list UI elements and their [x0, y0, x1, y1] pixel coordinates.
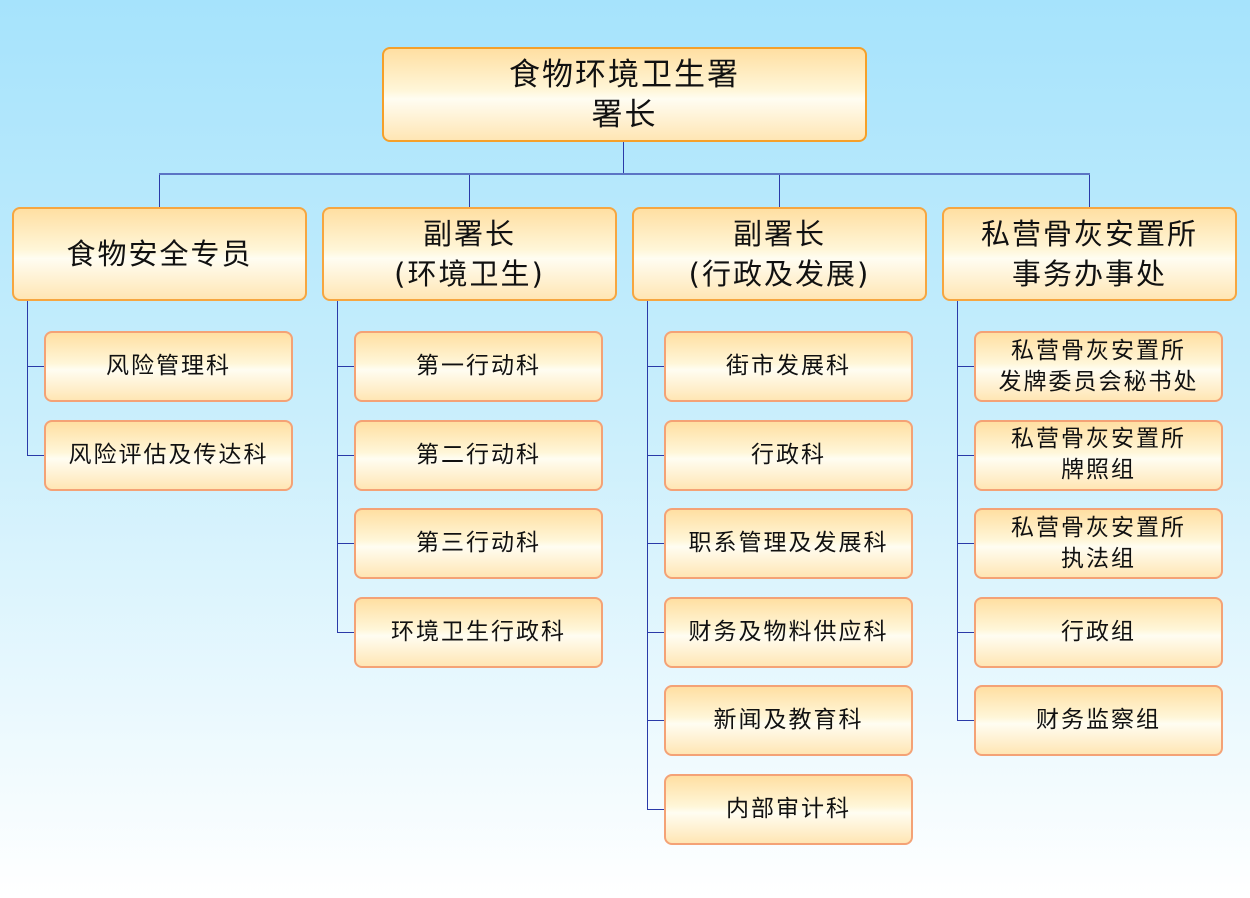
connector-branch: [647, 543, 664, 545]
box-label-line: 环境卫生行政科: [391, 618, 566, 645]
director-box: 食物环境卫生署署长: [382, 47, 867, 142]
box-label-line: 内部审计科: [726, 796, 851, 822]
unit-box: 第三行动科: [354, 508, 603, 580]
division-head-box: 食物安全专员: [12, 207, 307, 301]
connector-branch: [647, 366, 664, 367]
box-label-line: 第二行动科: [416, 441, 541, 468]
unit-box: 行政科: [664, 419, 913, 491]
unit-box: 风险管理科: [44, 331, 293, 402]
unit-box: 风险评估及传达科: [44, 419, 293, 491]
box-label-line: 新闻及教育科: [713, 707, 864, 734]
connector-branch: [957, 366, 974, 367]
box-label-line: 风险管理科: [106, 353, 231, 379]
unit-box: 私营骨灰安置所执法组: [974, 508, 1223, 580]
unit-box: 财务监察组: [974, 685, 1223, 757]
box-label-line: 行政科: [751, 441, 826, 468]
connector-drop: [1089, 175, 1090, 207]
unit-box: 内部审计科: [664, 774, 913, 845]
connector-top: [623, 141, 624, 175]
box-label-line: (行政及发展): [688, 257, 871, 291]
box-label-line: 街市发展科: [726, 353, 851, 379]
unit-box: 私营骨灰安置所发牌委员会秘书处: [974, 331, 1223, 402]
box-label-line: 执法组: [1061, 545, 1136, 572]
box-label-line: 副署长: [732, 217, 826, 251]
connector-branch: [27, 454, 44, 456]
unit-box: 第二行动科: [354, 419, 603, 491]
connector-drop: [159, 175, 160, 207]
division-head-box: 副署长 (环境卫生): [322, 207, 617, 301]
connector-branch: [337, 543, 354, 545]
box-label-line: 第一行动科: [416, 353, 541, 379]
unit-box: 职系管理及发展科: [664, 508, 913, 580]
box-label-line: 风险评估及传达科: [68, 441, 269, 468]
division-head-box: 副署长 (行政及发展): [632, 207, 927, 301]
connector-branch: [647, 720, 664, 722]
unit-box: 街市发展科: [664, 331, 913, 402]
unit-box: 第一行动科: [354, 331, 603, 402]
connector-branch: [957, 720, 974, 722]
connector-vertical: [957, 300, 958, 721]
connector-drop: [779, 175, 780, 207]
box-label-line: 职系管理及发展科: [688, 530, 889, 557]
box-label-line: 署长: [591, 96, 658, 133]
connector-branch: [337, 366, 354, 367]
box-label-line: 发牌委员会秘书处: [998, 368, 1199, 395]
box-label-line: 行政组: [1061, 618, 1136, 645]
box-label-line: 私营骨灰安置所: [1011, 337, 1186, 364]
box-label-line: 私营骨灰安置所: [980, 217, 1198, 251]
connector-branch: [957, 543, 974, 545]
box-label-line: 事务办事处: [1011, 257, 1167, 291]
box-label-line: 食物环境卫生署: [509, 56, 740, 93]
connector-branch: [957, 631, 974, 633]
connector-vertical: [27, 300, 28, 455]
box-label-line: 财务监察组: [1036, 707, 1161, 734]
box-label-line: 私营骨灰安置所: [1011, 426, 1186, 453]
connector-branch: [337, 631, 354, 633]
unit-box: 行政组: [974, 596, 1223, 668]
connector-vertical: [647, 300, 648, 809]
connector-branch: [647, 809, 664, 810]
box-label-line: 财务及物料供应科: [688, 618, 889, 645]
connector-branch: [647, 454, 664, 456]
connector-branch: [337, 454, 354, 456]
box-label-line: 私营骨灰安置所: [1011, 514, 1186, 541]
connector-branch: [27, 366, 44, 367]
connector-branch: [957, 454, 974, 456]
connector-bus: [159, 173, 1090, 175]
connector-vertical: [337, 300, 338, 632]
connector-branch: [647, 631, 664, 633]
box-label-line: 牌照组: [1061, 457, 1136, 484]
unit-box: 环境卫生行政科: [354, 596, 603, 668]
connector-drop: [469, 175, 470, 207]
box-label-line: 第三行动科: [416, 530, 541, 557]
box-label-line: 副署长: [422, 217, 516, 251]
unit-box: 新闻及教育科: [664, 685, 913, 757]
box-label-line: (环境卫生): [394, 257, 545, 291]
division-head-box: 私营骨灰安置所事务办事处: [942, 207, 1237, 301]
box-label-line: 食物安全专员: [66, 237, 253, 271]
unit-box: 财务及物料供应科: [664, 596, 913, 668]
unit-box: 私营骨灰安置所牌照组: [974, 419, 1223, 491]
